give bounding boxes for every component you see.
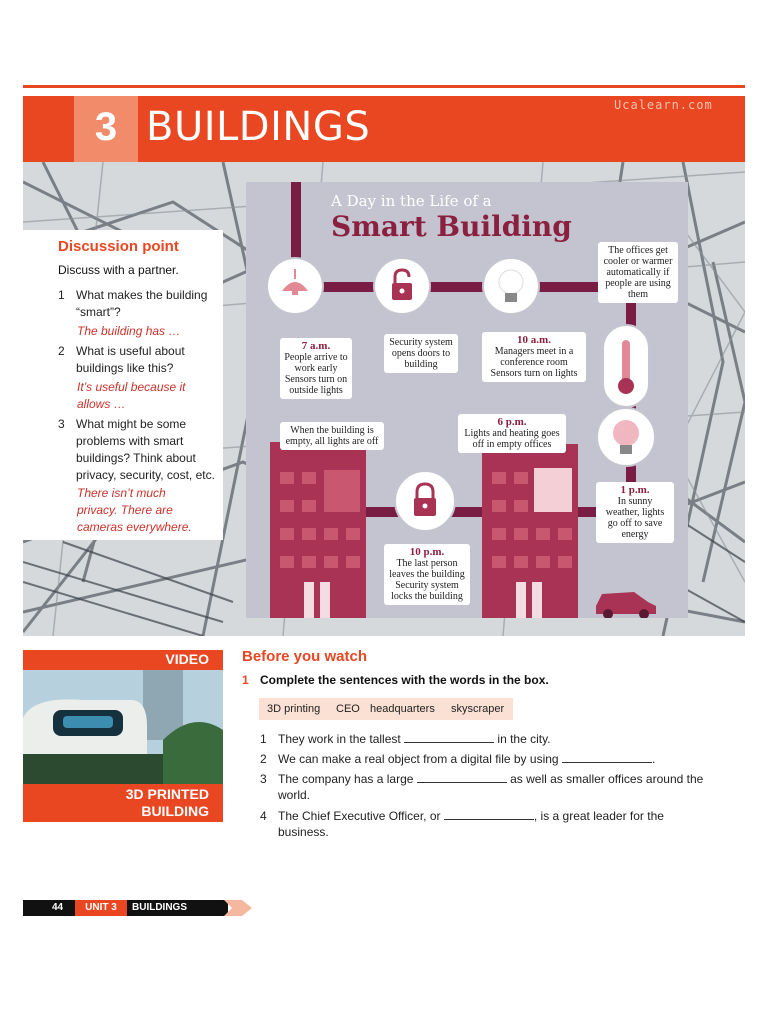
video-caption: 3D PRINTED BUILDING [23,784,223,822]
unit-number: 3 [94,105,118,149]
lamp-icon [266,257,324,315]
event-6pm: 6 p.m. Lights and heating goes off in em… [458,414,566,453]
exercise-number: 1 [242,673,249,687]
event-10am: 10 a.m. Managers meet in a conference ro… [482,332,586,382]
sentence-after: , is a great leader for the business. [278,809,664,839]
sentence-before: The Chief Executive Officer, or [278,809,441,823]
sentence-after: . [651,752,656,766]
video-label-bar: VIDEO [23,650,223,670]
question-text: What might be some problems with smart b… [76,417,215,482]
thermometer-icon [602,324,650,408]
unit-title: BUILDINGS [146,104,371,150]
video-caption-line1: 3D PRINTED [125,786,209,802]
footer-unit-name: BUILDINGS [132,902,187,913]
event-time: 10 p.m. [409,546,445,558]
padlock-open-icon [373,257,431,315]
infographic-title-small: A Day in the Life of a [331,192,492,210]
event-text: In sunny weather, lights go off to save … [605,496,665,540]
sentence-before: The company has a large [278,772,414,786]
sentence-before: They work in the tallest [278,732,401,746]
sentence-number: 3 [260,772,267,786]
sentence-before: We can make a real object from a digital… [278,752,559,766]
word-box-item: headquarters [370,703,435,715]
page-number: 44 [52,902,64,913]
answer-prompt-1: The building has … [77,324,181,338]
footer-unit-label: UNIT 3 [75,900,127,916]
event-text: When the building is empty, all lights a… [285,425,379,447]
watermark: Ucalearn.com [614,98,713,112]
top-rule [23,85,745,88]
event-text: Lights and heating goes off in empty off… [464,428,560,450]
event-text: Security system opens doors to building [389,337,453,370]
unit-number-tab [74,96,138,162]
event-time: 6 p.m. [497,416,527,428]
event-time: 7 a.m. [301,340,331,352]
sentence-after: in the city. [497,732,551,746]
event-text: Managers meet in a conference room Senso… [490,346,578,379]
event-1pm: 1 p.m. In sunny weather, lights go off t… [596,482,674,543]
word-box-item: skyscraper [451,703,505,715]
video-thumbnail[interactable] [23,670,223,784]
answer-blank[interactable] [404,732,495,743]
answer-blank[interactable] [561,752,652,763]
question-number: 2 [58,344,65,358]
sentence-number: 4 [260,809,267,823]
event-text: The offices get cooler or warmer automat… [603,245,673,300]
exercise-instruction: Complete the sentences with the words in… [260,673,549,687]
word-box-item: 3D printing [267,703,321,715]
smart-building-infographic: A Day in the Life of a Smart Building 7 … [246,182,688,618]
question-text: What is useful about buildings like this… [76,344,185,375]
event-empty: When the building is empty, all lights a… [280,422,384,450]
answer-prompt-2: It’s useful because it allows … [77,380,186,411]
event-7am: 7 a.m. People arrive to work early Senso… [280,338,352,399]
discussion-subheading: Discuss with a partner. [58,263,179,277]
answer-blank[interactable] [416,772,507,783]
event-security-open: Security system opens doors to building [384,334,458,373]
discussion-heading: Discussion point [58,238,179,255]
sentence-number: 2 [260,752,267,766]
lightbulb-off-icon [596,407,656,467]
video-caption-line2: BUILDING [141,803,209,819]
section-heading: Before you watch [242,648,368,665]
video-label: VIDEO [165,651,209,667]
question-text: What makes the building “smart”? [76,288,208,319]
event-text: The last person leaves the building Secu… [389,558,465,602]
padlock-closed-icon [394,470,456,532]
question-number: 1 [58,288,65,302]
question-number: 3 [58,417,65,431]
sentence-number: 1 [260,732,267,746]
3d-building-image [23,670,223,784]
event-text: People arrive to work early Sensors turn… [284,352,348,396]
sentence-after: as well as smaller offices around the wo… [278,772,704,802]
discussion-panel [23,230,223,540]
event-climate: The offices get cooler or warmer automat… [598,242,678,303]
answer-blank[interactable] [443,809,534,820]
infographic-pipes [270,182,656,618]
event-10pm: 10 p.m. The last person leaves the build… [384,544,470,605]
infographic-title: Smart Building [331,210,572,243]
lightbulb-icon [482,257,540,315]
footer-arrow-icon [224,900,252,916]
word-box [259,698,513,720]
answer-prompt-3: There isn’t much privacy. There are came… [77,486,192,534]
unit-banner [23,96,745,162]
word-box-item: CEO [336,703,360,715]
event-time: 10 a.m. [517,334,551,346]
event-time: 1 p.m. [620,484,650,496]
